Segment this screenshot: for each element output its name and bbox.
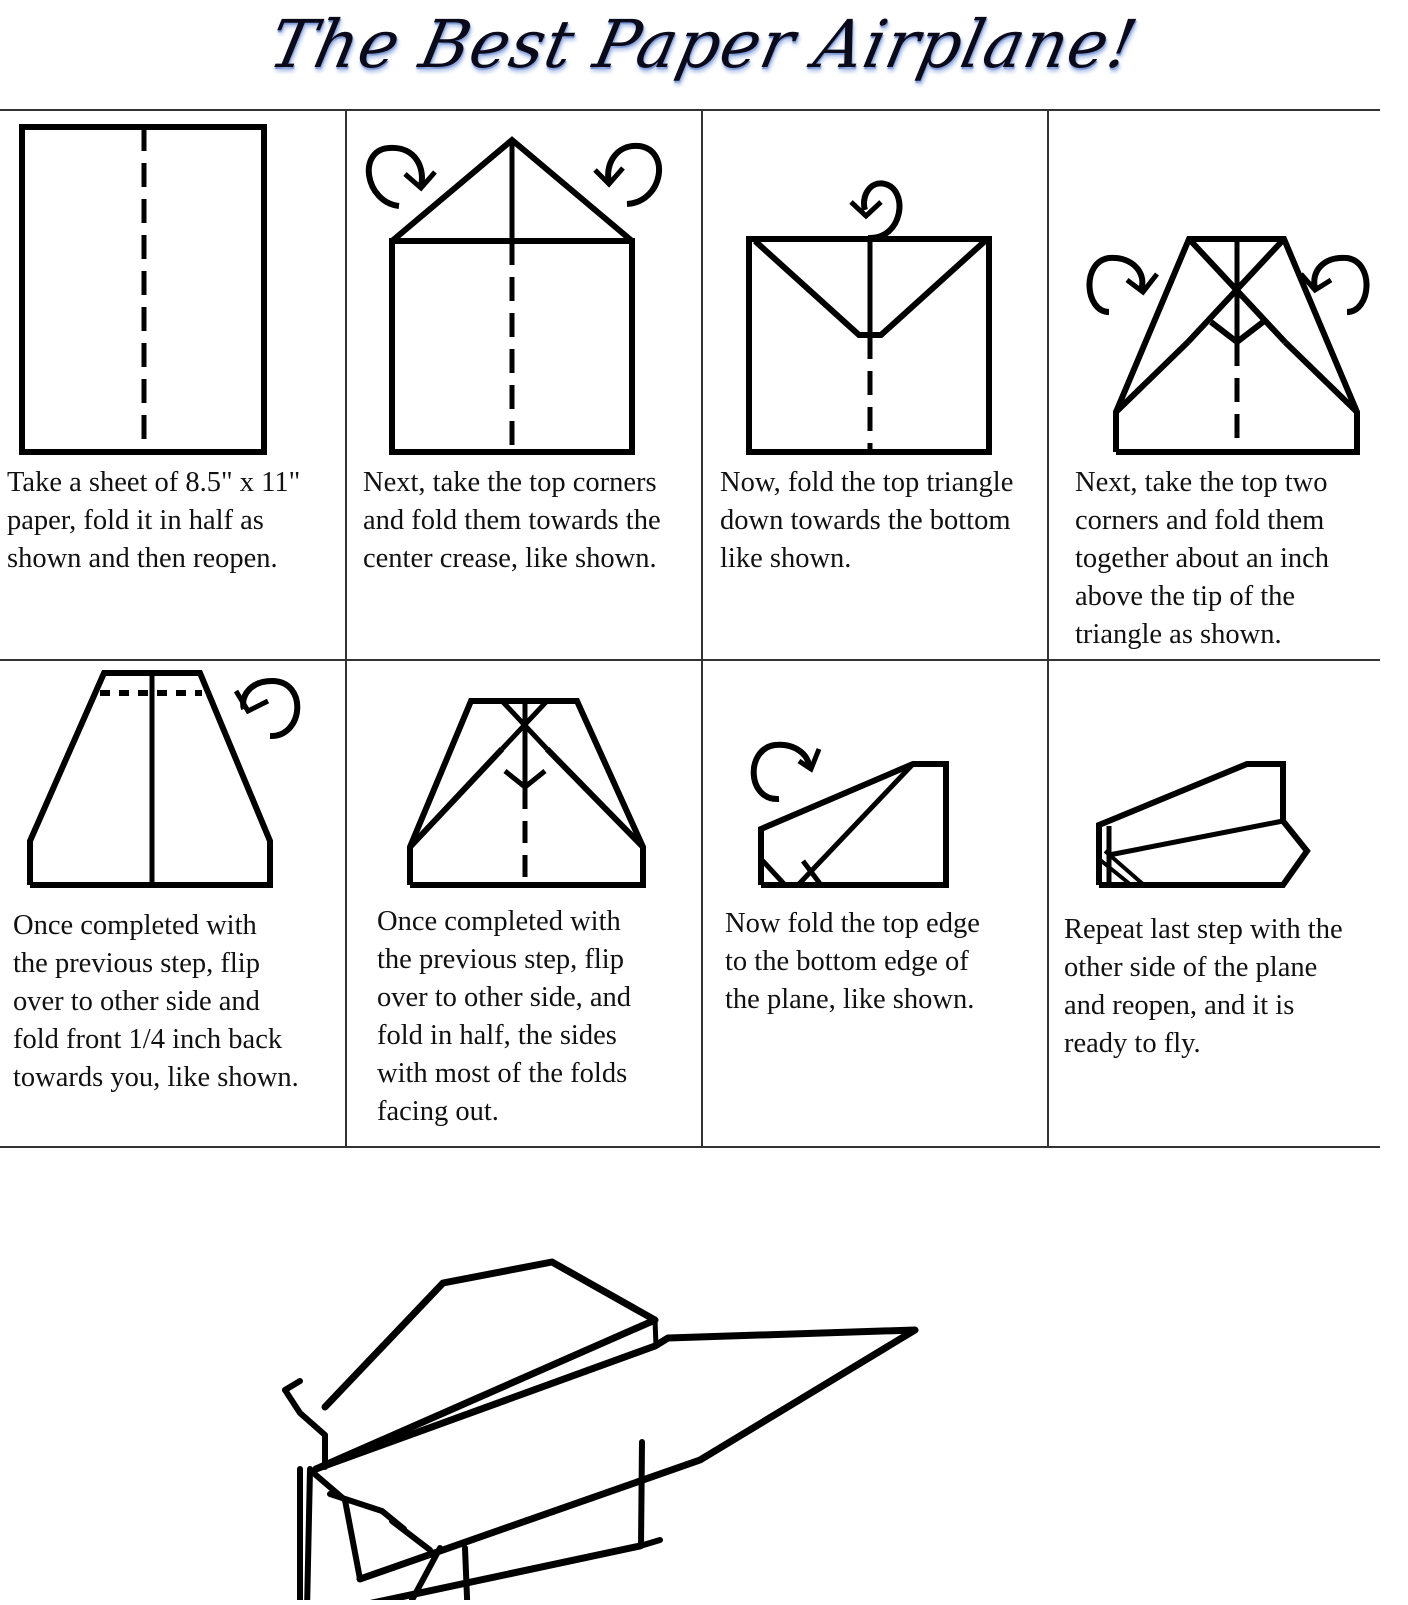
step-8-text: Repeat last step with the other side of …	[1064, 914, 1343, 1059]
grid-divider-top	[0, 109, 1380, 111]
page-title: The Best Paper Airplane!	[263, 6, 1145, 83]
step-5-panel: Once completed with the previous step, f…	[0, 661, 345, 1146]
step-6-panel: Once completed with the previous step, f…	[347, 661, 701, 1146]
fold-triangle-down-diagram-icon	[746, 180, 992, 455]
step-3-panel: Now, fold the top triangle down towards …	[703, 110, 1047, 660]
finished-wing-diagram-icon	[1096, 761, 1311, 888]
fold-corners-diagram-icon	[365, 136, 662, 455]
step-1-panel: Take a sheet of 8.5" x 11" paper, fold i…	[0, 110, 345, 660]
step-4-text: Next, take the top two corners and fold …	[1075, 467, 1330, 650]
step-2-text: Next, take the top corners and fold them…	[363, 467, 661, 574]
fold-top-corners-diagram-icon	[1086, 236, 1370, 455]
grid-divider-col1	[345, 110, 347, 1147]
grid-divider-col3	[1047, 110, 1049, 1147]
fold-in-half-sides-diagram-icon	[407, 698, 646, 888]
fold-wing-diagram-icon	[750, 741, 949, 888]
step-1-text: Take a sheet of 8.5" x 11" paper, fold i…	[7, 467, 301, 574]
step-4-panel: Next, take the top two corners and fold …	[1049, 110, 1380, 660]
fold-in-half-diagram-icon	[19, 124, 267, 455]
fold-front-back-diagram-icon	[27, 670, 301, 888]
final-airplane-panel	[0, 1170, 1408, 1605]
step-6-text: Once completed with the previous step, f…	[377, 906, 632, 1127]
step-5-text: Once completed with the previous step, f…	[13, 910, 299, 1093]
paper-airplane-illustration-icon	[282, 1258, 919, 1605]
step-7-text: Now fold the top edge to the bottom edge…	[725, 908, 980, 1015]
grid-divider-col2	[701, 110, 703, 1147]
grid-divider-bottom	[0, 1146, 1380, 1148]
step-7-panel: Now fold the top edge to the bottom edge…	[703, 661, 1047, 1146]
step-2-panel: Next, take the top corners and fold them…	[347, 110, 701, 660]
step-3-text: Now, fold the top triangle down towards …	[720, 467, 1014, 574]
page-header: The Best Paper Airplane!	[0, 0, 1408, 110]
step-8-panel: Repeat last step with the other side of …	[1049, 661, 1380, 1146]
grid-divider-middle	[0, 659, 1380, 661]
